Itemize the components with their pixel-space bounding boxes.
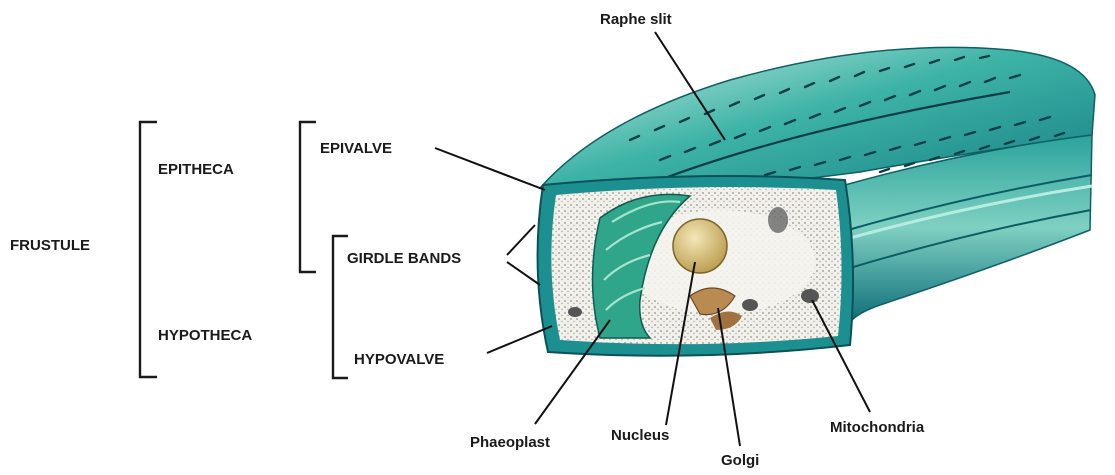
hypovalve-leader — [487, 326, 552, 353]
epivalve-leader — [435, 148, 545, 190]
hypotheca-bracket — [333, 236, 348, 378]
frustule-label: FRUSTULE — [10, 237, 90, 254]
epitheca-label: EPITHECA — [158, 161, 234, 178]
golgi-label: Golgi — [721, 452, 759, 469]
epivalve-label: EPIVALVE — [320, 140, 392, 157]
girdle-bands-leader-upper — [507, 225, 535, 255]
hypotheca-label: HYPOTHECA — [158, 327, 252, 344]
nucleus-shape — [673, 219, 727, 273]
phaeoplast-label: Phaeoplast — [470, 434, 550, 451]
girdle-bands-leader-lower — [507, 262, 540, 285]
raphe-slit-label: Raphe slit — [600, 11, 672, 28]
girdle-bands-label: GIRDLE BANDS — [347, 250, 461, 267]
nucleus-label: Nucleus — [611, 427, 669, 444]
epitheca-bracket — [300, 122, 316, 272]
hypovalve-label: HYPOVALVE — [354, 351, 444, 368]
mitochondria-shape — [801, 289, 819, 303]
mitochondria-label: Mitochondria — [830, 419, 925, 436]
frustule-bracket — [140, 122, 157, 377]
